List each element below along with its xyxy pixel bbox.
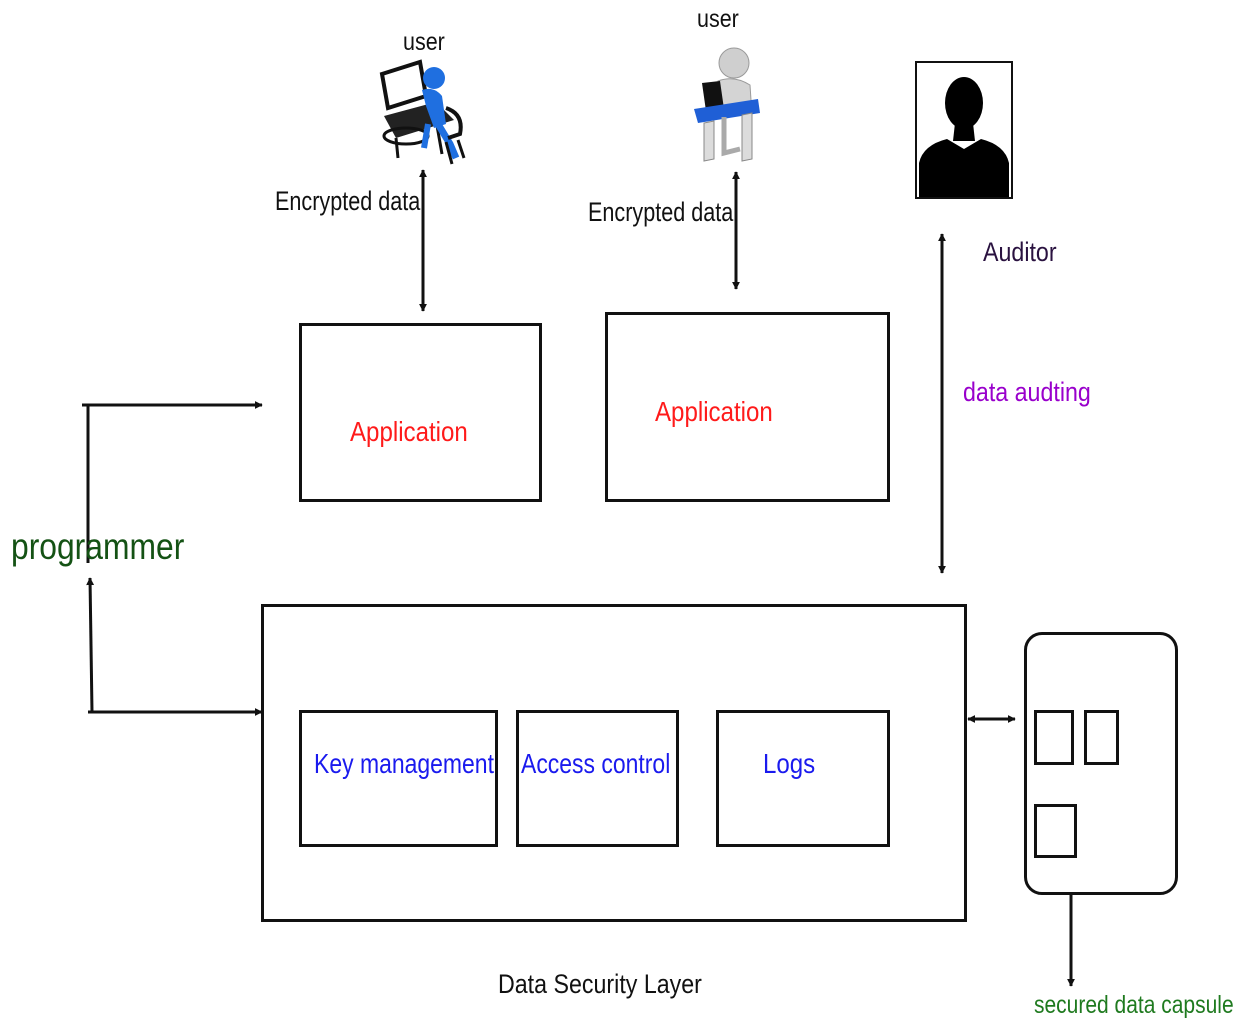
- logs-box: [716, 710, 890, 847]
- data-auditing-label: data audting: [963, 377, 1091, 407]
- user-right-encrypted-label: Encrypted data: [588, 197, 734, 227]
- user-left-encrypted-label: Encrypted data: [275, 186, 421, 216]
- user-right-label: user: [697, 5, 739, 33]
- application-box-left: [299, 323, 542, 502]
- person-silhouette-icon: [915, 61, 1013, 199]
- capsule-slot-2: [1084, 710, 1119, 765]
- logs-label: Logs: [763, 748, 816, 779]
- user-at-laptop-icon: [694, 43, 764, 178]
- key-management-label: Key management: [314, 748, 494, 779]
- auditor-label: Auditor: [983, 237, 1057, 267]
- secured-data-capsule-label: secured data capsule: [1034, 991, 1234, 1019]
- programmer-lower-vertical: [86, 577, 95, 713]
- access-control-label: Access control: [521, 748, 671, 779]
- user-left-label: user: [403, 28, 445, 56]
- capsule-slot-1: [1034, 710, 1074, 765]
- user-at-computer-icon: [376, 58, 468, 166]
- key-management-box: [299, 710, 498, 847]
- access-control-box: [516, 710, 679, 847]
- programmer-label: programmer: [11, 526, 185, 567]
- application-box-right: [605, 312, 890, 502]
- data-security-layer-label: Data Security Layer: [498, 969, 702, 999]
- application-label-left: Application: [350, 416, 468, 447]
- application-label-right: Application: [655, 396, 773, 427]
- capsule-slot-3: [1034, 804, 1077, 858]
